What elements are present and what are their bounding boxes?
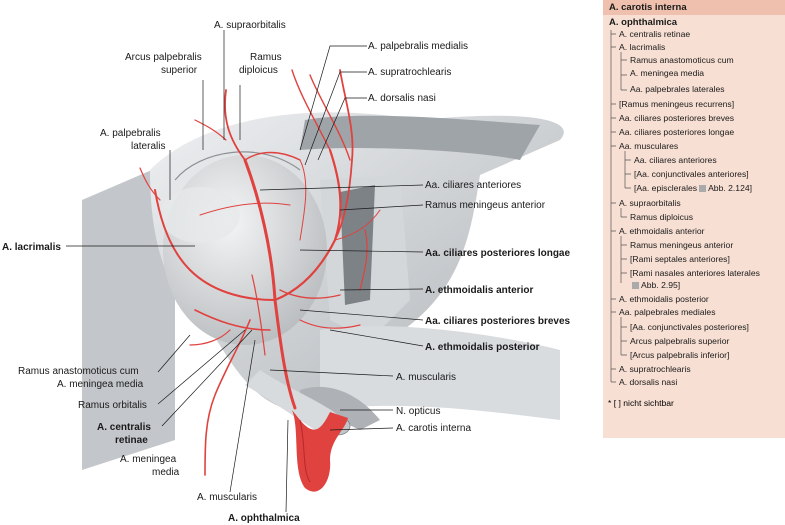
label-ciliares-post-breves: Aa. ciliares posteriores breves	[425, 316, 571, 327]
label-n-opticus: N. opticus	[396, 406, 440, 417]
label-dorsalis-nasi: A. dorsalis nasi	[368, 93, 436, 104]
label-arcus-1: Arcus palpebralis	[125, 52, 202, 63]
carotis-interna	[292, 410, 348, 492]
legend-item: Abb. 2.95]	[630, 280, 680, 291]
label-ophthalmica: A. ophthalmica	[228, 513, 300, 524]
label-supratrochlearis: A. supratrochlearis	[368, 67, 451, 78]
legend-item: A. ethmoidalis anterior	[619, 226, 705, 236]
artery-network	[139, 69, 381, 476]
legend-item-text: [Aa. episclerales	[634, 183, 698, 193]
legend-item: Aa. palpebrales laterales	[630, 84, 725, 94]
legend-item-ref: Abb. 2.95]	[641, 280, 681, 290]
legend-item: A. meningea media	[630, 68, 705, 78]
legend-item: [Aa. episclerales Abb. 2.124]	[634, 183, 752, 194]
label-ramus-diploicus-2: diploicus	[239, 65, 278, 76]
legend-item: Aa. ciliares anteriores	[634, 155, 717, 165]
label-carotis-interna: A. carotis interna	[396, 423, 471, 434]
legend-item: A. ethmoidalis posterior	[619, 294, 709, 304]
labels: A. supraorbitalis Arcus palpebralis supe…	[2, 20, 571, 524]
label-ethmoidalis-posterior: A. ethmoidalis posterior	[425, 342, 540, 353]
cross-reference-icon	[699, 185, 707, 192]
legend-item: [Rami nasales anteriores laterales	[630, 268, 760, 278]
label-meningea-media-2: media	[152, 467, 180, 478]
legend-item: Aa. musculares	[619, 141, 679, 151]
legend-header: A. carotis interna	[603, 0, 785, 15]
label-palpebralis-lateralis-2: lateralis	[131, 141, 165, 152]
legend-tree-lines	[610, 30, 631, 383]
leader-lines	[66, 30, 424, 513]
legend-item: Aa. ciliares posteriores longae	[619, 127, 735, 137]
legend-root: A. ophthalmica	[609, 17, 678, 28]
branch-legend-panel: A. carotis interna A. ophthalmica A. cen…	[603, 0, 785, 438]
legend-footnote: * [ ] nicht sichtbar	[608, 398, 674, 408]
label-muscularis-right: A. muscularis	[396, 372, 456, 383]
label-ciliares-anteriores: Aa. ciliares anteriores	[425, 180, 521, 191]
legend-item: A. supraorbitalis	[619, 198, 681, 208]
legend-item: [Aa. conjunctivales posteriores]	[630, 322, 749, 332]
legend-item: Ramus anastomoticus cum	[630, 55, 734, 65]
label-palpebralis-medialis: A. palpebralis medialis	[368, 41, 468, 52]
label-lacrimalis: A. lacrimalis	[2, 242, 61, 253]
label-supraorbitalis: A. supraorbitalis	[214, 20, 286, 31]
legend-item: [Ramus meningeus recurrens]	[619, 99, 735, 109]
label-palpebralis-lateralis-1: A. palpebralis	[100, 128, 161, 139]
legend-item: Aa. ciliares posteriores breves	[619, 113, 735, 123]
label-ramus-anast-2: A. meningea media	[57, 379, 144, 390]
legend-item: A. supratrochlearis	[619, 364, 691, 374]
label-ethmoidalis-anterior: A. ethmoidalis anterior	[425, 285, 533, 296]
cross-reference-icon	[632, 282, 639, 289]
legend-item-ref: Abb. 2.124]	[708, 183, 753, 193]
legend-item: A. dorsalis nasi	[619, 377, 678, 387]
legend-item: Aa. palpebrales mediales	[619, 307, 716, 317]
eyeball	[160, 151, 327, 345]
label-meningea-media-1: A. meningea	[120, 454, 177, 465]
legend-item: [Rami septales anteriores]	[630, 254, 730, 264]
label-ramus-orbitalis: Ramus orbitalis	[78, 400, 147, 411]
label-centralis-2: retinae	[115, 435, 148, 446]
label-centralis-1: A. centralis	[97, 422, 151, 433]
legend-item: [Arcus palpebralis inferior]	[630, 350, 730, 360]
label-ramus-meningeus-anterior: Ramus meningeus anterior	[425, 200, 546, 211]
label-ramus-anast-1: Ramus anastomoticus cum	[18, 366, 139, 377]
label-ciliares-post-longae: Aa. ciliares posteriores longae	[425, 248, 570, 259]
legend-item: Ramus diploicus	[630, 212, 694, 222]
label-ramus-diploicus-1: Ramus	[250, 52, 282, 63]
legend-item: A. lacrimalis	[619, 42, 666, 52]
legend-item: A. centralis retinae	[619, 29, 691, 39]
label-arcus-2: superior	[161, 65, 198, 76]
legend-item: Ramus meningeus anterior	[630, 240, 734, 250]
label-muscularis-bottom: A. muscularis	[197, 492, 257, 503]
legend-item: Arcus palpebralis superior	[630, 336, 730, 346]
legend-item: [Aa. conjunctivales anteriores]	[634, 169, 749, 179]
